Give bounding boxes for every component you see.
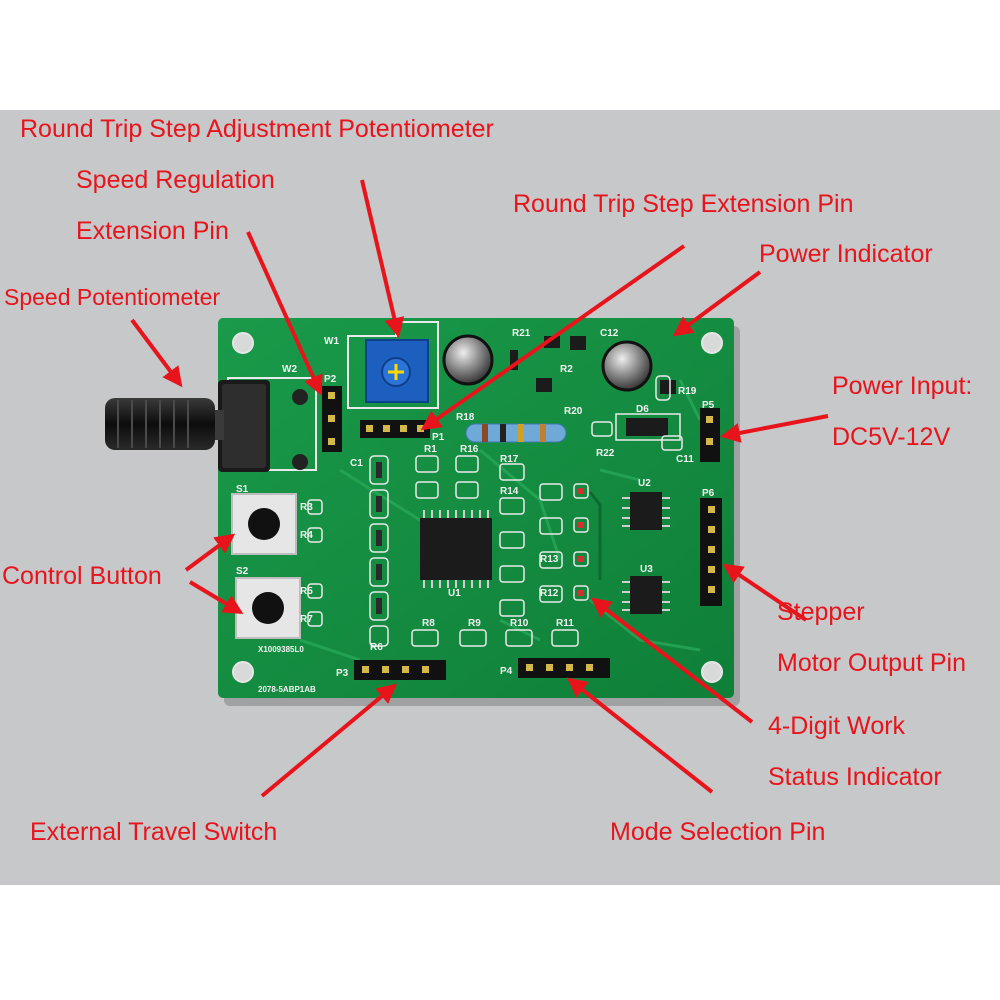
silk-p2: P2 (324, 374, 337, 385)
label-power-input-2: DC5V-12V (832, 423, 951, 451)
label-speed-pot: Speed Potentiometer (4, 284, 221, 310)
silk-c11: C11 (676, 454, 694, 465)
label-digit-work-1: 4-Digit Work (768, 712, 906, 740)
label-power-indicator: Power Indicator (759, 240, 933, 268)
label-control-button: Control Button (2, 562, 162, 590)
silk-r11: R11 (556, 618, 574, 629)
silk-r18: R18 (456, 412, 475, 423)
silk-r22: R22 (596, 448, 615, 459)
power-resistor (465, 423, 567, 443)
silk-p6: P6 (702, 488, 715, 499)
control-buttons (231, 493, 301, 639)
silk-r2: R2 (560, 364, 573, 375)
silk-code-1: X1009385L0 (258, 645, 304, 654)
silk-r12: R12 (540, 588, 559, 599)
silk-code-2: 2078-5ABP1AB (258, 685, 316, 694)
label-speed-regulation-2: Extension Pin (76, 217, 229, 245)
silk-r13: R13 (540, 554, 559, 565)
silk-p3: P3 (336, 668, 349, 679)
label-speed-regulation-1: Speed Regulation (76, 166, 275, 194)
label-power-input-1: Power Input: (832, 372, 973, 400)
label-stepper-2: Motor Output Pin (777, 649, 966, 677)
silk-r19: R19 (678, 386, 697, 397)
silk-r5: R5 (300, 586, 313, 597)
silk-r17: R17 (500, 454, 519, 465)
silk-u2: U2 (638, 478, 651, 489)
diode-d6 (626, 418, 668, 436)
pin-headers (322, 386, 722, 680)
silk-r10: R10 (510, 618, 529, 629)
silk-r3: R3 (300, 502, 313, 513)
label-digit-work-2: Status Indicator (768, 763, 942, 791)
silk-r6: R6 (370, 642, 383, 653)
ic-u2 (630, 492, 662, 530)
smd-components (376, 462, 584, 614)
ic-u1 (420, 518, 492, 580)
silk-r16: R16 (460, 444, 479, 455)
pot-pin (292, 389, 308, 405)
silk-r7: R7 (300, 614, 313, 625)
silk-w1: W1 (324, 336, 339, 347)
silk-u1: U1 (448, 588, 461, 599)
ic-u3 (630, 576, 662, 614)
silk-r1: R1 (424, 444, 437, 455)
label-stepper-1: Stepper (777, 598, 865, 626)
label-round-trip-ext: Round Trip Step Extension Pin (513, 190, 854, 218)
silk-w2: W2 (282, 364, 297, 375)
silk-u3: U3 (640, 564, 653, 575)
label-mode-selection: Mode Selection Pin (610, 818, 826, 846)
silk-r21: R21 (512, 328, 531, 339)
silk-r8: R8 (422, 618, 435, 629)
silk-r20: R20 (564, 406, 583, 417)
silk-r14: R14 (500, 486, 519, 497)
silk-p5: P5 (702, 400, 715, 411)
label-external-travel: External Travel Switch (30, 818, 278, 846)
silk-c1: C1 (350, 458, 363, 469)
silk-r4: R4 (300, 530, 313, 541)
silk-p4: P4 (500, 666, 513, 677)
silk-p1: P1 (432, 432, 445, 443)
silk-d6: D6 (636, 404, 649, 415)
silk-s2: S2 (236, 566, 249, 577)
silk-c12: C12 (600, 328, 619, 339)
label-round-trip-pot: Round Trip Step Adjustment Potentiometer (20, 115, 494, 143)
silk-r9: R9 (468, 618, 481, 629)
silk-s1: S1 (236, 484, 249, 495)
